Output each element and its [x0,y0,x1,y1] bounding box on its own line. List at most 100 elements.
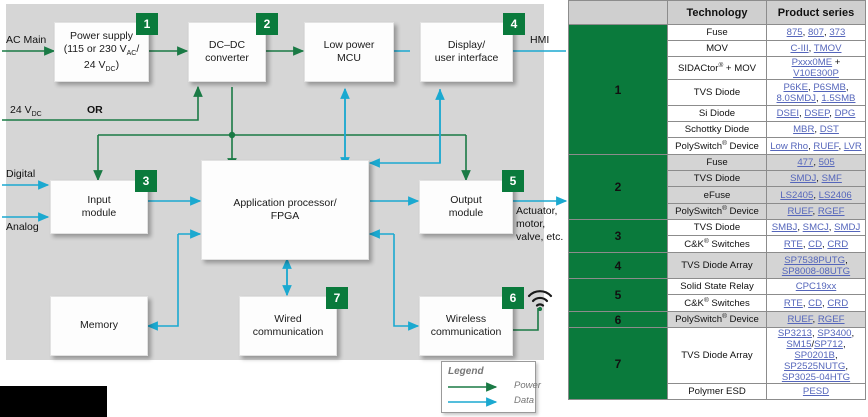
product-link[interactable]: SP3400 [817,328,852,339]
product-link[interactable]: 373 [829,27,846,38]
product-link[interactable]: SMDJ [834,222,861,233]
product-link[interactable]: SMF [821,173,842,184]
product-link[interactable]: RUEF [787,314,813,325]
wire-junction-dot [228,131,236,139]
product-link[interactable]: P6KE [783,81,808,93]
badge-5[interactable]: 5 [502,170,524,192]
product-link[interactable]: SP7538PUTG [784,254,846,266]
product-link[interactable]: SP2525NUTG [784,361,846,372]
badge-7[interactable]: 7 [326,287,348,309]
table-product-cell: SP3213, SP3400, SM15/SP712,SP0201B, SP25… [766,327,866,384]
block-dcdc-converter[interactable]: DC–DC converter [188,22,266,82]
product-link[interactable]: SP0201B [794,350,835,361]
product-link[interactable]: MBR [793,124,815,135]
product-link[interactable]: CRD [827,238,849,250]
wireless-line1: Wireless [445,312,487,325]
block-memory[interactable]: Memory [50,296,148,356]
product-link[interactable]: RUEF [787,206,813,217]
block-low-power-mcu[interactable]: Low power MCU [304,22,394,82]
dcdc-line2: converter [205,52,249,64]
label-or: OR [87,104,103,116]
product-separator: , [802,27,808,38]
product-link[interactable]: DPG [834,108,856,119]
product-link[interactable]: Pxxx0ME [791,57,833,68]
product-link[interactable]: 1.5SMB [821,92,856,104]
product-separator: , [813,157,819,168]
table-product-cell: SMBJ, SMCJ, SMDJ [766,219,866,236]
block-output-module[interactable]: Output module [419,180,513,234]
product-link[interactable]: TMOV [813,43,842,54]
product-link[interactable]: V10E300P [793,68,839,79]
block-application-processor[interactable]: Application processor/ FPGA [201,160,369,260]
product-link[interactable]: RGEF [817,206,845,217]
product-link[interactable]: LS2405 [780,189,814,201]
product-link[interactable]: SMCJ [802,222,829,233]
product-link[interactable]: SM15 [786,339,812,350]
legend-box: Legend Power Data [441,361,541,413]
input-line1: Input [87,193,111,206]
product-link[interactable]: LS2406 [818,189,852,201]
product-link[interactable]: SMBJ [771,222,798,233]
badge-1[interactable]: 1 [136,13,158,35]
product-link[interactable]: CRD [827,297,849,309]
product-separator: + [832,57,841,68]
badge-2[interactable]: 2 [256,13,278,35]
legend-data-label: Data [514,395,535,406]
product-separator: , [845,81,849,93]
product-link[interactable]: Low Rho [770,140,809,152]
wire-antenna-stub [513,308,539,331]
product-separator: , [812,206,818,217]
product-link[interactable]: 505 [818,157,835,168]
dcdc-line1: DC–DC [208,38,246,51]
product-link[interactable]: CD [808,297,823,309]
legend-arrows [448,382,498,407]
table-product-cell: MBR, DST [766,121,866,138]
product-link[interactable]: RGEF [817,314,845,325]
product-link[interactable]: P6SMB [813,81,846,93]
product-separator: , [838,140,844,152]
product-link[interactable]: RTE [783,297,803,309]
product-link[interactable]: DSEI [776,108,800,119]
product-link[interactable]: PESD [802,386,830,397]
block-input-module[interactable]: Input module [50,180,148,234]
block-display-user-interface[interactable]: Display/ user interface [420,22,513,82]
badge-3[interactable]: 3 [135,170,157,192]
block-wireless-communication[interactable]: Wireless communication [419,296,513,356]
badge-4[interactable]: 4 [503,13,525,35]
block-wired-communication[interactable]: Wired communication [239,296,337,356]
badge-6[interactable]: 6 [502,287,524,309]
product-link[interactable]: DST [819,124,839,135]
product-link[interactable]: SP712 [814,339,843,350]
table-product-cell: RTE, CD, CRD [766,235,866,253]
wire-24vdc [2,85,203,121]
table-technology-cell: PolySwitch® Device [667,137,767,155]
product-link[interactable]: SMDJ [790,173,817,184]
product-link[interactable]: 875 [786,27,803,38]
product-link[interactable]: SP8008-08UTG [781,265,851,277]
legend-title: Legend [448,366,484,377]
product-link[interactable]: CD [808,238,823,250]
product-link[interactable]: 8.0SMDJ [776,92,816,104]
product-link[interactable]: SP3025-04HTG [781,372,851,383]
wire-app-to-memory [146,234,179,331]
table-technology-cell: Fuse [667,154,767,171]
product-link[interactable]: DSEP [804,108,830,119]
product-link[interactable]: RTE [783,238,803,250]
table-technology-cell: PolySwitch® Device [667,203,767,220]
table-group-cell: 3 [568,219,668,253]
product-link[interactable]: 477 [797,157,814,168]
mcu-line1: Low power [323,38,375,51]
product-link[interactable]: CPC19xx [795,281,837,292]
product-separator: , [842,339,846,350]
block-power-supply[interactable]: Power supply (115 or 230 VAC/ 24 VDC) [54,22,149,82]
product-link[interactable]: SP3213 [777,328,812,339]
product-link[interactable]: RUEF [813,140,839,152]
product-link[interactable]: LVR [843,140,862,152]
product-link[interactable]: C-III [790,43,809,54]
table-product-cell: RUEF, RGEF [766,203,866,220]
product-link[interactable]: 807 [807,27,824,38]
product-separator: , [813,189,819,201]
